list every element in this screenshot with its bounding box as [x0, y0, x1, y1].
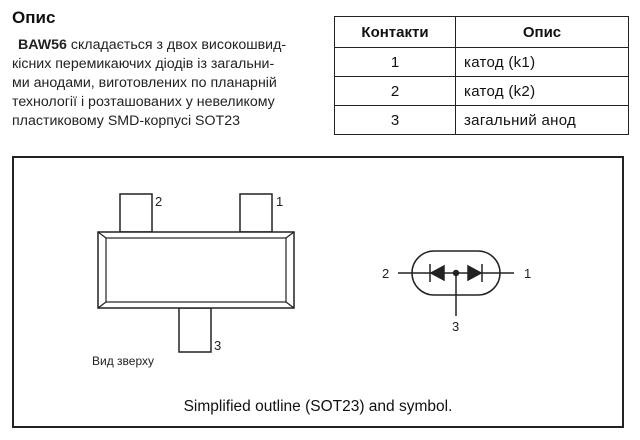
package-body-inner: [105, 237, 287, 303]
pin-number-cell: 2: [334, 76, 456, 106]
table-row: 1 катод (k1): [334, 47, 629, 77]
description-line: кісних перемикаючих діодів із загальни-: [12, 56, 275, 72]
symbol-pin-2-label: 2: [382, 266, 389, 281]
sot23-package: [97, 193, 295, 353]
pin-table-header-row: Контакти Опис: [334, 16, 629, 48]
pin-description-cell: катод (k1): [455, 47, 629, 77]
diode-symbol: [398, 250, 514, 316]
package-pin-3-label: 3: [214, 338, 221, 353]
table-row: 2 катод (k2): [334, 76, 629, 106]
package-pin-1: [239, 193, 273, 233]
pin-number-cell: 3: [334, 105, 456, 135]
pin-description-cell: катод (k2): [455, 76, 629, 106]
diode-right-triangle: [467, 264, 483, 282]
pin-table: Контакти Опис 1 катод (k1) 2 катод (k2) …: [334, 16, 629, 135]
figure-drawing: 2 1 3 Вид зверху 2 1 3: [92, 193, 531, 368]
package-body: [97, 231, 295, 309]
package-pin-2: [119, 193, 153, 233]
description-line: технології і розташованих у невеликому: [12, 94, 275, 110]
package-pin-3: [178, 307, 212, 353]
package-pin-2-label: 2: [155, 194, 162, 209]
view-label: Вид зверху: [92, 354, 154, 368]
description-heading: Опис: [12, 8, 56, 27]
pin-column-header: Контакти: [334, 16, 456, 48]
description-line: складається з двох високошвид-: [70, 37, 287, 53]
part-number: BAW56: [18, 37, 67, 53]
description-line: ми анодами, виготовлених по планарній: [12, 75, 277, 91]
description-line: пластиковому SMD-корпусі SOT23: [12, 113, 240, 129]
outline-figure: 2 1 3 Вид зверху 2 1 3 Simplified outlin…: [12, 156, 624, 428]
symbol-pin-3-label: 3: [452, 319, 459, 334]
description-column-header: Опис: [455, 16, 629, 48]
figure-caption: Simplified outline (SOT23) and symbol.: [183, 398, 453, 415]
pin-description-cell: загальний анод: [455, 105, 629, 135]
pin-number-cell: 1: [334, 47, 456, 77]
description-text: BAW56 складається з двох високошвид- кіс…: [12, 36, 332, 131]
table-row: 3 загальний анод: [334, 105, 629, 135]
symbol-pin-1-label: 1: [524, 266, 531, 281]
package-pin-1-label: 1: [276, 194, 283, 209]
common-node: [452, 269, 460, 277]
diode-left-triangle: [429, 264, 445, 282]
